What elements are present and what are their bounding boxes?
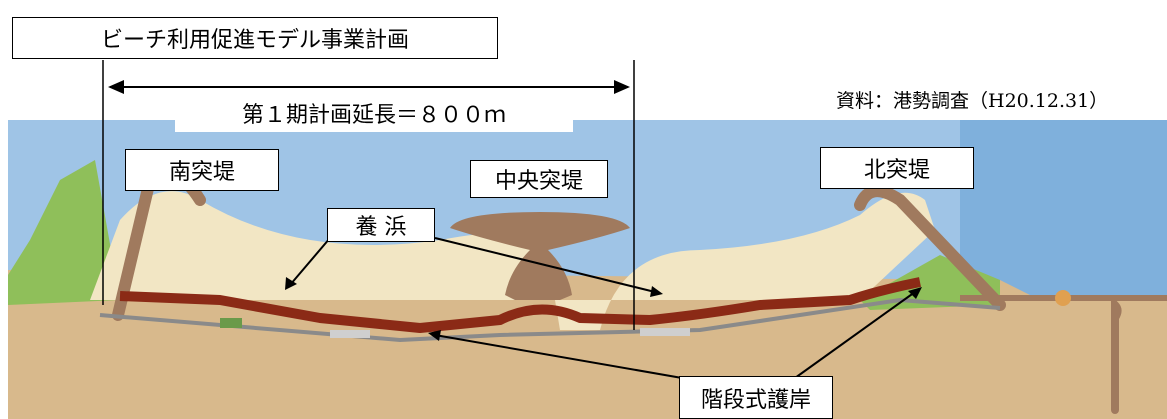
central-jetty-text: 中央突堤: [494, 169, 583, 194]
title-text: ビーチ利用促進モデル事業計画: [100, 28, 409, 53]
north-jetty-text: 北突堤: [863, 158, 930, 183]
revetment-band: [119, 277, 921, 333]
span-label-text: 第１期計画延長＝８００ｍ: [241, 103, 506, 128]
facility-3: [640, 328, 690, 336]
east-breakwater: [1111, 295, 1122, 414]
span-arrow-left: [108, 80, 124, 94]
central-jetty: [450, 212, 630, 300]
facility-2: [330, 330, 370, 338]
revetment-arrowhead-right: [908, 287, 922, 299]
north-jetty-label: 北突堤: [820, 147, 974, 189]
revetment-arrow-right: [794, 291, 916, 379]
source-note: 資料：港勢調査（H20.12.31）: [836, 86, 1108, 113]
nourishment-arrow-left: [289, 237, 331, 286]
span-arrow-right: [614, 80, 630, 94]
south-jetty-label: 南突堤: [125, 149, 279, 191]
stepped-revetment-label: 階段式護岸: [679, 376, 833, 419]
revetment-arrow-left: [434, 334, 683, 379]
green-strip-left: [8, 160, 120, 305]
nourishment-arrowhead-left: [285, 277, 297, 290]
stepped-revetment-text: 階段式護岸: [700, 387, 811, 413]
nourishment-arrowhead-right: [650, 286, 663, 297]
title-box: ビーチ利用促進モデル事業計画: [12, 17, 498, 59]
facility-1: [220, 318, 242, 328]
revetment-arrowhead-left: [428, 330, 441, 341]
nourishment-text: 養 浜: [355, 215, 407, 240]
nourishment-arrow-right: [434, 237, 656, 293]
south-jetty-text: 南突堤: [168, 160, 235, 185]
central-jetty-label: 中央突堤: [470, 160, 608, 198]
sand-beach: [90, 191, 935, 330]
sea-right-deep: [960, 120, 1167, 300]
roundabout: [1055, 290, 1071, 306]
north-jetty: [854, 185, 1006, 311]
span-label: 第１期計画延長＝８００ｍ: [175, 100, 573, 132]
nourishment-label: 養 浜: [327, 208, 435, 242]
source-note-text: 資料：港勢調査（H20.12.31）: [836, 90, 1109, 112]
